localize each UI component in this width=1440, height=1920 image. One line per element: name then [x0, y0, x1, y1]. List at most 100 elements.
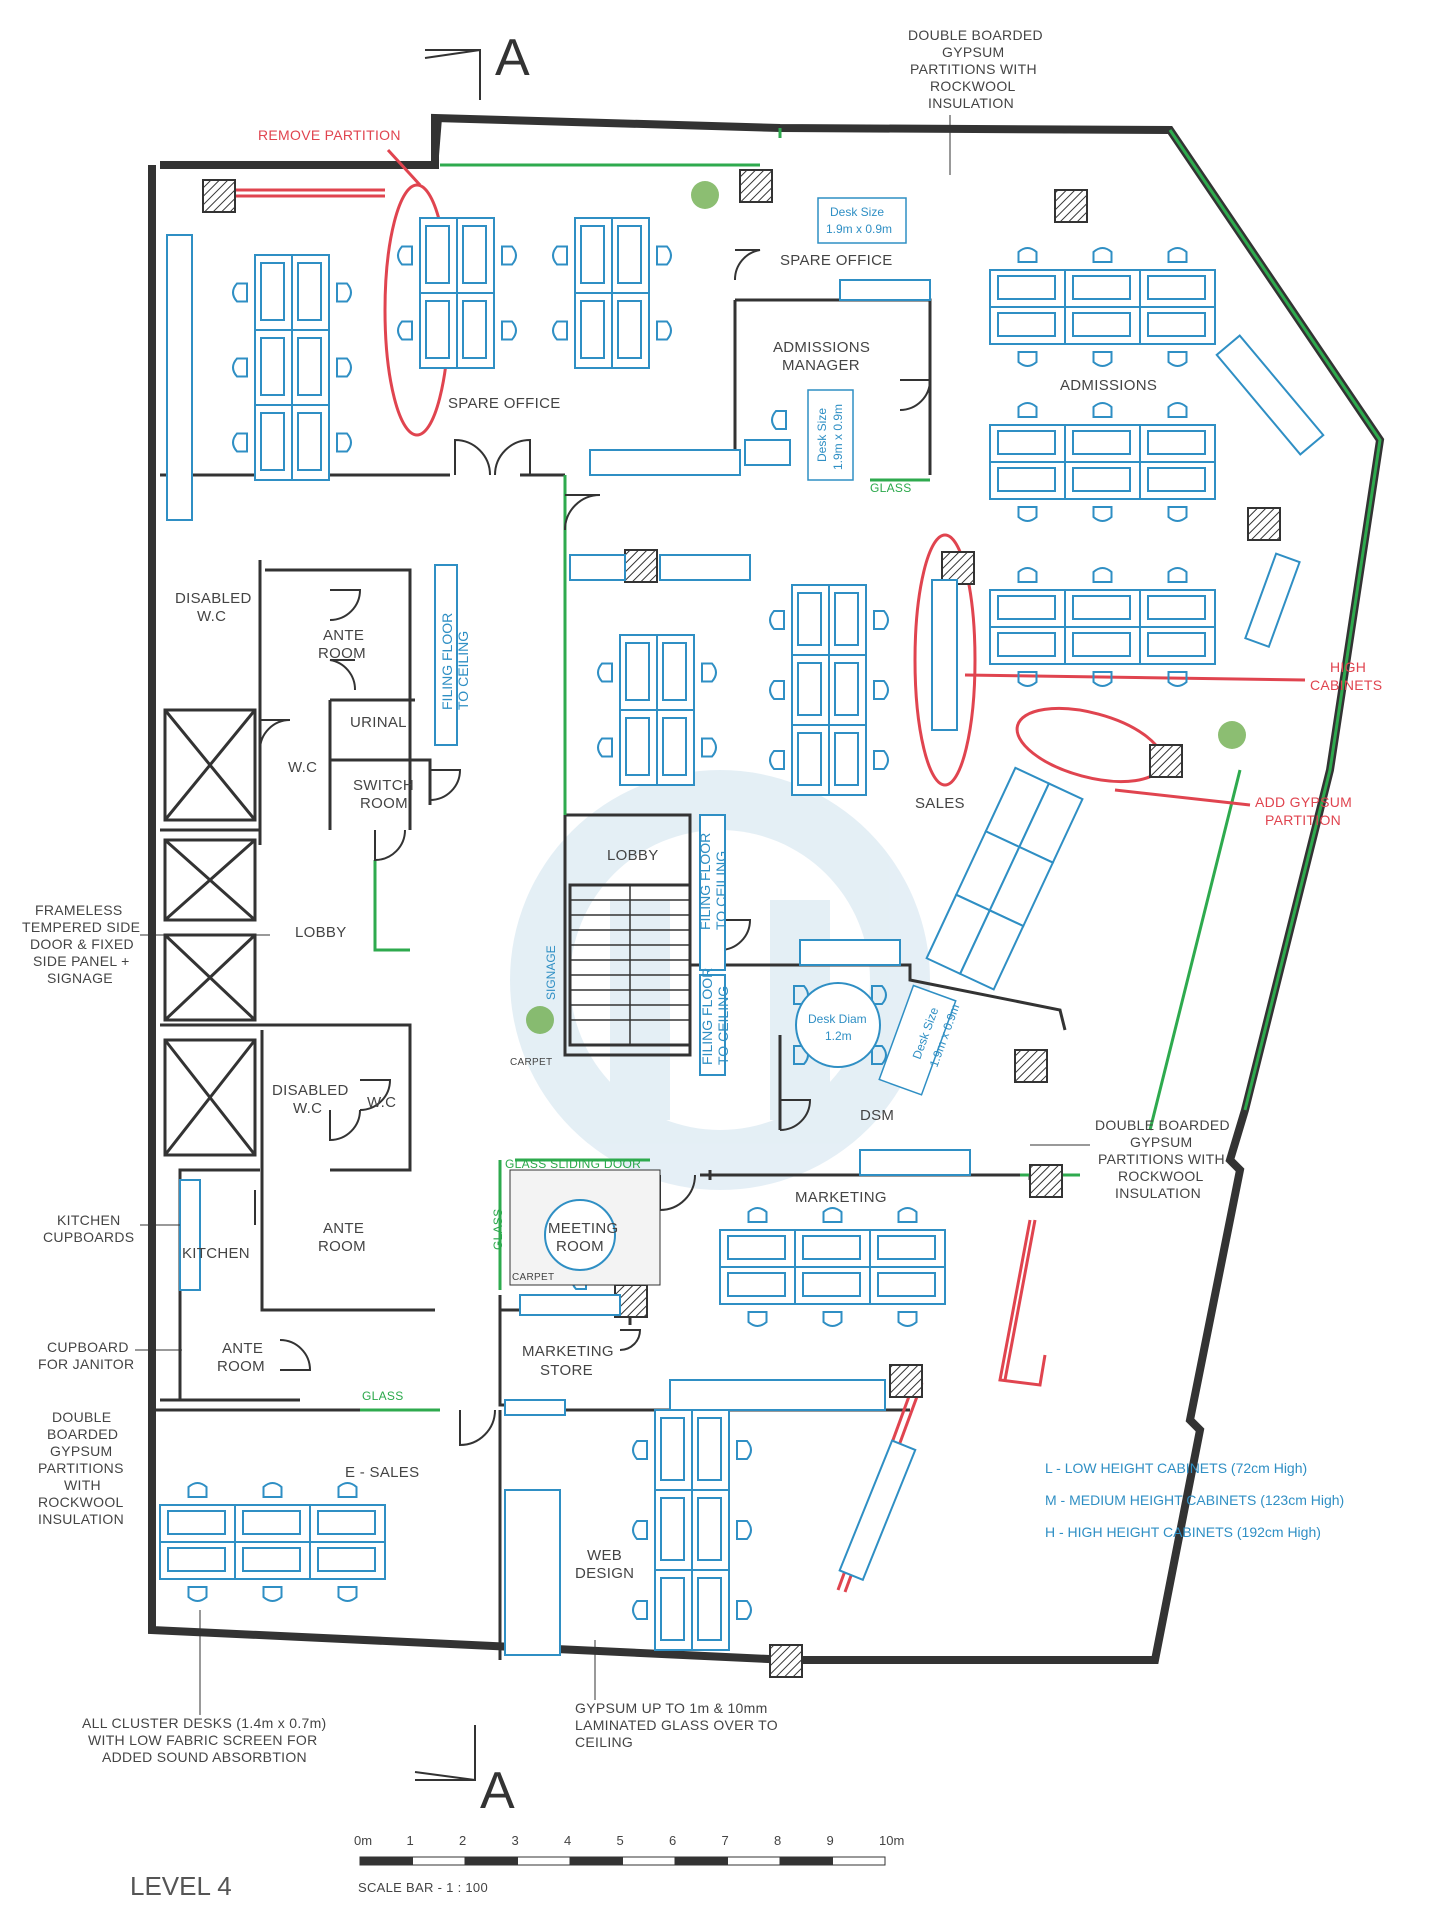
- desk-chair: [822, 1311, 843, 1327]
- desk-chair: [769, 680, 785, 700]
- scale-segment: [622, 1856, 676, 1866]
- label-ante-room-2: ANTE: [323, 1220, 364, 1237]
- desk-chair: [656, 320, 672, 341]
- single-desk: [744, 439, 791, 466]
- note-line: SIGNAGE: [47, 970, 113, 986]
- label-ante-room-3b: ROOM: [217, 1358, 265, 1375]
- sales-cluster-rotated: [925, 766, 1084, 991]
- desk-chair: [822, 1207, 843, 1223]
- note-line: INSULATION: [38, 1511, 124, 1527]
- desk-chair: [1092, 402, 1113, 418]
- desk-chair: [736, 1440, 752, 1460]
- note-line: INSULATION: [1115, 1185, 1201, 1201]
- filing-label-1b: TO CEILING: [455, 631, 471, 710]
- desk-top: [662, 642, 687, 701]
- desk-chair: [873, 610, 889, 630]
- desk-chair: [656, 245, 672, 266]
- desk-chair: [771, 410, 787, 430]
- desk-top: [1147, 430, 1206, 455]
- cluster-desk: [958, 909, 1025, 991]
- desk-chair: [262, 1482, 283, 1498]
- scale-segment: [464, 1856, 518, 1866]
- desk-chair: [769, 610, 785, 630]
- desk-top: [797, 592, 822, 646]
- desk-chair: [397, 245, 413, 266]
- desk-top: [1072, 312, 1131, 337]
- legend-high: H - HIGH HEIGHT CABINETS (192cm High): [1045, 1524, 1321, 1540]
- desk-chair: [1092, 351, 1113, 367]
- section-letter-bottom: A: [480, 1762, 515, 1820]
- scale-tick-label: 3: [512, 1833, 519, 1848]
- label-admissions-manager: ADMISSIONS: [773, 339, 870, 356]
- desk-chair: [1017, 402, 1038, 418]
- desk-top: [1072, 595, 1131, 620]
- desk-top: [1147, 595, 1206, 620]
- desk-top: [242, 1547, 301, 1572]
- desk-top: [997, 275, 1056, 300]
- desk-chair: [701, 737, 717, 758]
- desk-top: [797, 662, 822, 716]
- desk-chair: [736, 1600, 752, 1620]
- desk-chair: [747, 1311, 768, 1327]
- note-line: BOARDED: [47, 1426, 118, 1442]
- label-ante-room-3: ANTE: [222, 1340, 263, 1357]
- desk-chair: [1017, 671, 1038, 687]
- label-kitchen: KITCHEN: [182, 1245, 250, 1262]
- desk-chair: [873, 750, 889, 770]
- filing-label-3b: TO CEILING: [715, 986, 731, 1065]
- scale-segment: [359, 1856, 413, 1866]
- desk-size-value-a: 1.9m x 0.9m: [826, 222, 892, 236]
- desk-top: [660, 1417, 685, 1481]
- desk-top: [167, 1547, 226, 1572]
- note-line: CUPBOARD: [47, 1339, 129, 1355]
- desk-chair: [597, 662, 613, 683]
- desk-top: [167, 1510, 226, 1535]
- desk-top: [1072, 467, 1131, 492]
- desk-chair: [1017, 351, 1038, 367]
- note-line: FOR JANITOR: [38, 1356, 134, 1372]
- note-line: CEILING: [575, 1734, 633, 1750]
- note-glass-sliding-door: GLASS SLIDING DOOR: [505, 1157, 641, 1171]
- desk-chair: [1167, 351, 1188, 367]
- desk-top: [617, 300, 642, 359]
- note-line: DOUBLE BOARDED: [908, 27, 1043, 43]
- scale-tick-label: 9: [827, 1833, 834, 1848]
- note-line: FRAMELESS: [35, 902, 123, 918]
- outer-walls: [148, 113, 1385, 1664]
- label-disabled-wc-2: W.C: [197, 608, 226, 625]
- scale-caption: SCALE BAR - 1 : 100: [358, 1880, 488, 1895]
- legend-low: L - LOW HEIGHT CABINETS (72cm High): [1045, 1460, 1307, 1476]
- desk-top: [660, 1497, 685, 1561]
- label-lobby-main: LOBBY: [295, 924, 347, 941]
- desk-chair: [552, 320, 568, 341]
- structural-columns: [202, 169, 1281, 1678]
- desk-top: [242, 1510, 301, 1535]
- note-line: GYPSUM: [50, 1443, 112, 1459]
- desk-top: [1147, 275, 1206, 300]
- glass-partitions: [360, 128, 1382, 1412]
- desk-chair: [397, 320, 413, 341]
- desk-top: [1072, 430, 1131, 455]
- desk-chair: [232, 432, 248, 453]
- label-marketing-store-2: STORE: [540, 1362, 593, 1379]
- desk-top: [697, 1497, 722, 1561]
- scale-tick-label: 10m: [879, 1833, 904, 1848]
- desk-top: [580, 225, 605, 284]
- note-add-gypsum-2: PARTITION: [1265, 812, 1341, 828]
- furniture-layer: [159, 217, 1216, 1651]
- desk-top: [997, 632, 1056, 657]
- lift-shafts: [163, 708, 257, 1157]
- desk-top: [997, 595, 1056, 620]
- label-wc-1: W.C: [288, 759, 317, 776]
- label-marketing: MARKETING: [795, 1189, 887, 1206]
- label-urinal: URINAL: [350, 714, 407, 731]
- note-line: CUPBOARDS: [43, 1229, 134, 1245]
- label-web-design-2: DESIGN: [575, 1565, 634, 1582]
- desk-chair: [1092, 567, 1113, 583]
- label-switch-room-2: ROOM: [360, 795, 408, 812]
- filing-label-3: FILING FLOOR: [699, 968, 715, 1065]
- label-carpet-1: CARPET: [510, 1057, 552, 1068]
- label-marketing-store: MARKETING: [522, 1343, 614, 1360]
- section-letter-top: A: [495, 29, 530, 87]
